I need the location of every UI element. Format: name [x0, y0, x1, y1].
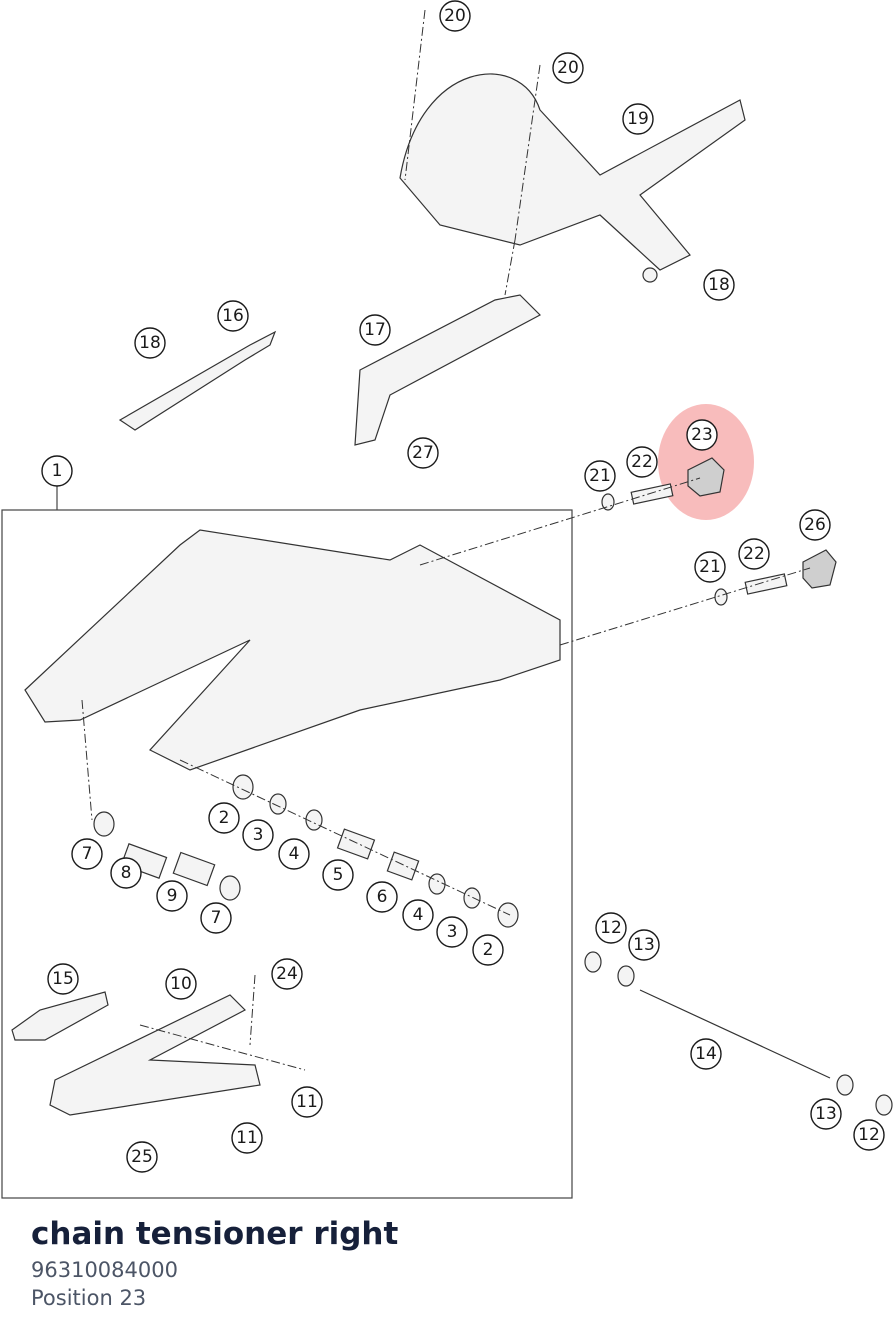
rear-fender-part: [399, 73, 746, 271]
swingarm-frame-box: [1, 509, 573, 1199]
svg-text:14: 14: [695, 1044, 717, 1064]
svg-text:2: 2: [219, 808, 230, 828]
callout-7-left[interactable]: 7: [71, 838, 103, 870]
chain-guard-part: [354, 294, 541, 446]
chain-tensioner-right-part: [687, 457, 725, 497]
callout-27[interactable]: 27: [407, 437, 439, 469]
exploded-parts-diagram: 20 20 19 18 16 18 17 27 23 22 21 26 22 2…: [1, 0, 893, 1199]
svg-text:8: 8: [121, 863, 132, 883]
callout-22-upper[interactable]: 22: [626, 446, 658, 478]
callout-3-left[interactable]: 3: [242, 819, 274, 851]
svg-text:22: 22: [631, 452, 653, 472]
svg-text:4: 4: [413, 905, 424, 925]
svg-text:9: 9: [167, 886, 178, 906]
callout-1[interactable]: 1: [41, 455, 73, 487]
svg-text:11: 11: [236, 1128, 258, 1148]
svg-text:20: 20: [444, 6, 466, 26]
svg-text:15: 15: [52, 969, 74, 989]
svg-text:23: 23: [691, 425, 713, 445]
svg-text:6: 6: [377, 887, 388, 907]
callout-9[interactable]: 9: [156, 880, 188, 912]
svg-text:24: 24: [276, 964, 298, 984]
callout-23[interactable]: 23: [686, 419, 718, 451]
part-name: chain tensioner right: [31, 1216, 399, 1252]
swingarm-part: [24, 529, 561, 771]
svg-text:4: 4: [289, 844, 300, 864]
callout-18-fender[interactable]: 18: [703, 269, 735, 301]
callout-19[interactable]: 19: [622, 103, 654, 135]
svg-text:10: 10: [170, 974, 192, 994]
svg-text:3: 3: [447, 922, 458, 942]
svg-text:16: 16: [222, 306, 244, 326]
callout-12-left[interactable]: 12: [595, 912, 627, 944]
svg-text:18: 18: [708, 275, 730, 295]
callout-18-bracket[interactable]: 18: [134, 327, 166, 359]
svg-text:11: 11: [296, 1092, 318, 1112]
callout-4-right[interactable]: 4: [402, 899, 434, 931]
callout-2-right[interactable]: 2: [472, 934, 504, 966]
part-position: Position 23: [31, 1286, 147, 1310]
callout-21-upper[interactable]: 21: [584, 460, 616, 492]
svg-text:1: 1: [52, 461, 63, 481]
callout-25[interactable]: 25: [126, 1141, 158, 1173]
svg-text:12: 12: [858, 1125, 880, 1145]
axle-part: [639, 989, 831, 1079]
callout-2-left[interactable]: 2: [208, 802, 240, 834]
svg-text:20: 20: [557, 58, 579, 78]
svg-text:19: 19: [627, 109, 649, 129]
svg-text:7: 7: [82, 844, 93, 864]
callout-21-lower[interactable]: 21: [694, 551, 726, 583]
svg-text:17: 17: [364, 320, 386, 340]
svg-text:7: 7: [211, 908, 222, 928]
chain-slider-part: [49, 994, 261, 1116]
svg-text:13: 13: [633, 935, 655, 955]
callout-22-lower[interactable]: 22: [738, 538, 770, 570]
callout-11-upper[interactable]: 11: [291, 1086, 323, 1118]
callout-8[interactable]: 8: [110, 857, 142, 889]
svg-text:13: 13: [815, 1104, 837, 1124]
callout-6[interactable]: 6: [366, 881, 398, 913]
svg-text:12: 12: [600, 918, 622, 938]
svg-text:22: 22: [743, 544, 765, 564]
callout-13-left[interactable]: 13: [628, 929, 660, 961]
svg-text:18: 18: [139, 333, 161, 353]
callout-10[interactable]: 10: [165, 968, 197, 1000]
callout-12-right[interactable]: 12: [853, 1119, 885, 1151]
callout-13-right[interactable]: 13: [810, 1098, 842, 1130]
callout-16[interactable]: 16: [217, 300, 249, 332]
svg-text:27: 27: [412, 443, 434, 463]
svg-text:21: 21: [589, 466, 611, 486]
small-bracket-part: [11, 991, 109, 1041]
callout-17[interactable]: 17: [359, 314, 391, 346]
callout-15[interactable]: 15: [47, 963, 79, 995]
callout-20-fender[interactable]: 20: [552, 52, 584, 84]
callout-20-top[interactable]: 20: [439, 0, 471, 32]
svg-text:3: 3: [253, 825, 264, 845]
callout-24[interactable]: 24: [271, 958, 303, 990]
svg-text:26: 26: [804, 515, 826, 535]
svg-text:2: 2: [483, 940, 494, 960]
svg-text:21: 21: [699, 557, 721, 577]
bracket-part: [118, 330, 277, 431]
part-caption: chain tensioner right 96310084000 Positi…: [31, 1212, 398, 1312]
callout-4-left[interactable]: 4: [278, 838, 310, 870]
svg-text:25: 25: [131, 1147, 153, 1167]
callout-14[interactable]: 14: [690, 1038, 722, 1070]
chain-tensioner-left-part: [802, 549, 837, 589]
callout-26[interactable]: 26: [799, 509, 831, 541]
svg-text:5: 5: [333, 865, 344, 885]
part-number: 96310084000: [31, 1258, 178, 1282]
callout-11-lower[interactable]: 11: [231, 1122, 263, 1154]
callout-7-right[interactable]: 7: [200, 902, 232, 934]
callout-5[interactable]: 5: [322, 859, 354, 891]
callout-3-right[interactable]: 3: [436, 916, 468, 948]
